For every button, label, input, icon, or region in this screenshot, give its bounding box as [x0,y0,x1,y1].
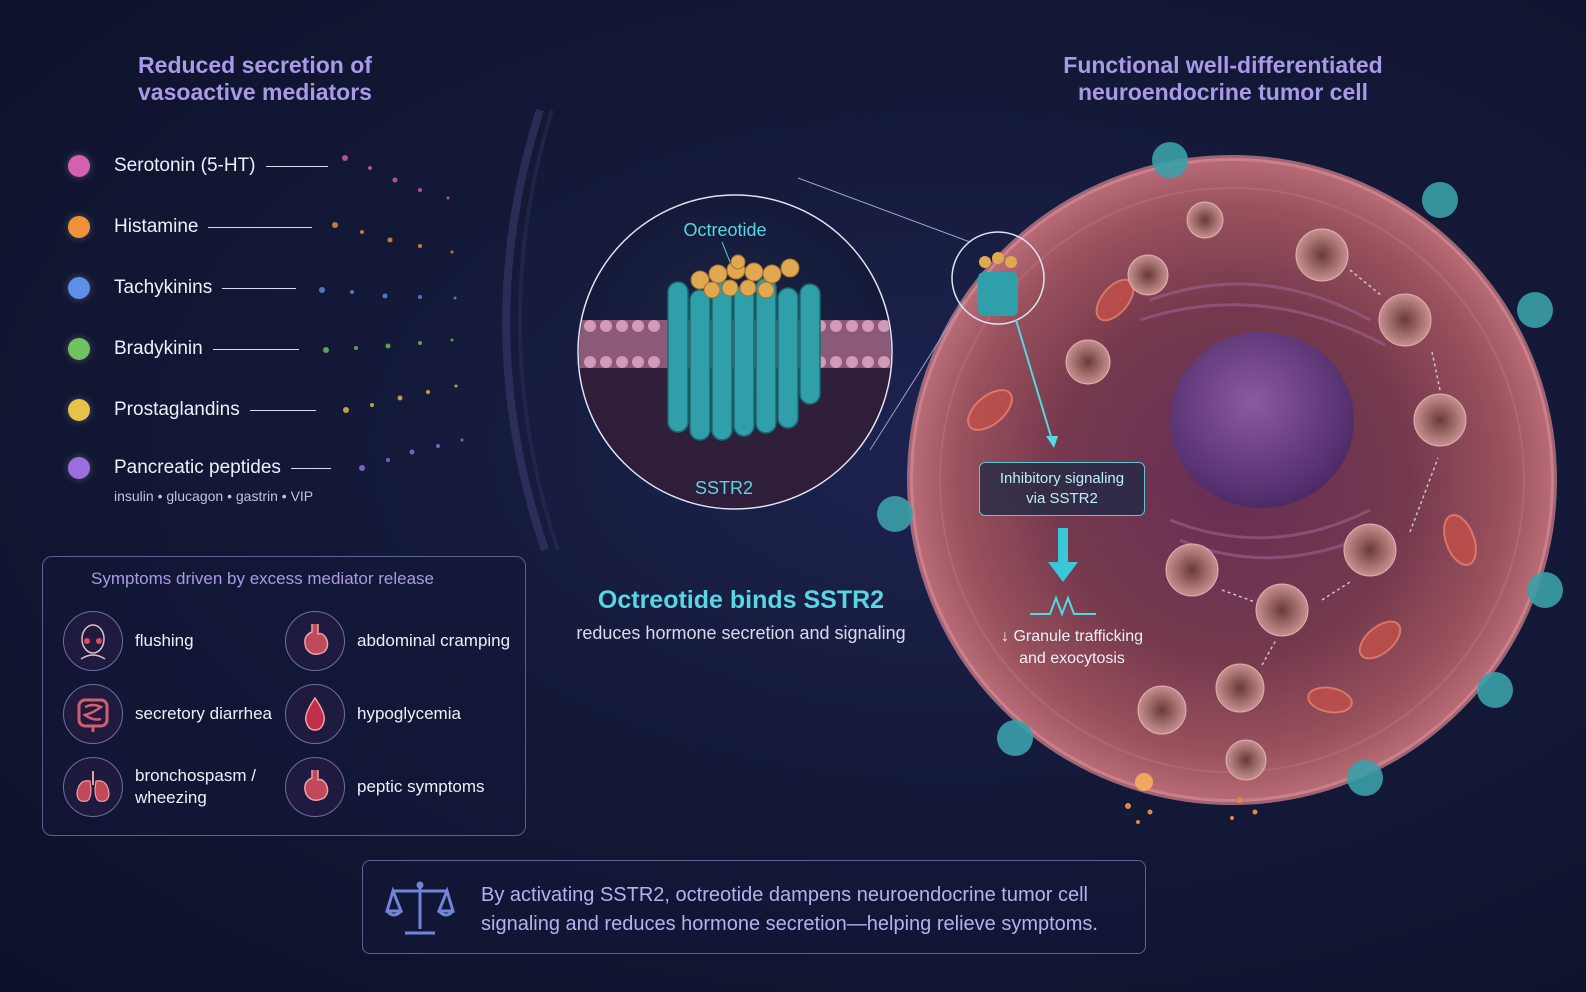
balance-scale-icon [385,881,455,935]
blood-drop-icon [285,684,345,744]
face-flushing-icon [63,611,123,671]
symptom-peptic: peptic symptoms [285,757,485,817]
mediator-histamine: Histamine [68,213,313,241]
mechanism-title: Octreotide binds SSTR2 [597,586,885,614]
octreotide-label: Octreotide [683,220,767,240]
surface-receptors [877,142,1563,796]
stomach-icon [285,757,345,817]
lungs-icon [63,757,123,817]
mitochondria [967,278,1477,714]
signal-arrow [1015,319,1053,441]
receptor-mini [978,252,1018,316]
zoom-circle [577,194,893,510]
signal-pulse-icon [1030,595,1096,617]
mediator-bradykinin: Bradykinin [68,335,299,363]
symptoms-title: Symptoms driven by excess mediator relea… [91,569,434,588]
tachykinins-dot-icon [68,277,90,299]
pancreatic-peptides-sublabel: insulin • glucagon • gastrin • VIP [114,488,314,504]
sstr2-label: SSTR2 [694,478,754,498]
tumor-cell [877,142,1563,824]
inhibit-arrow-head [1048,562,1078,582]
trafficking-arrows [1221,269,1441,666]
mediator-serotonin: Serotonin (5-HT) [68,152,328,180]
symptoms-panel: Symptoms driven by excess mediator relea… [42,556,526,836]
sstr2-receptor [667,277,821,441]
histamine-dot-icon [68,216,90,238]
exocytosed-particles [1125,773,1258,824]
mediator-prostaglandins: Prostaglandins [68,396,316,424]
mediator-pancreatic-peptides: Pancreatic peptides [68,454,331,482]
symptom-hypoglycemia: hypoglycemia [285,684,461,744]
stomach-icon [285,611,345,671]
right-title: Functional well-differentiated neuroendo… [1063,52,1383,105]
symptom-flushing: flushing [63,611,194,671]
inhibit-arrow-shaft [1058,528,1068,564]
symptom-secretory-diarrhea: secretory diarrhea [63,684,272,744]
octreotide-ligand [690,254,800,299]
inhibitory-signaling-box: Inhibitory signaling via SSTR2 [979,462,1145,516]
nucleus [1170,332,1354,508]
intestine-icon [63,684,123,744]
serotonin-dot-icon [68,155,90,177]
granule-trafficking-label: ↓ Granule trafficking and exocytosis [1001,628,1143,667]
zoom-source-circle [951,231,1045,325]
summary-text: By activating SSTR2, octreotide dampens … [481,884,1098,935]
mediator-particles [319,155,464,471]
symptom-bronchospasm: bronchospasm / wheezing [63,757,256,817]
secretory-granules [1065,201,1467,781]
summary-panel: By activating SSTR2, octreotide dampens … [362,860,1146,954]
mechanism-subtitle: reduces hormone secretion and signaling [576,623,906,643]
pancreatic-peptides-dot-icon [68,457,90,479]
prostaglandins-dot-icon [68,399,90,421]
membrane-arc [502,108,549,552]
mediator-tachykinins: Tachykinins [68,274,297,302]
left-title: Reduced secretion of vasoactive mediator… [138,52,372,105]
bradykinin-dot-icon [68,338,90,360]
symptom-abdominal-cramping: abdominal cramping [285,611,510,671]
